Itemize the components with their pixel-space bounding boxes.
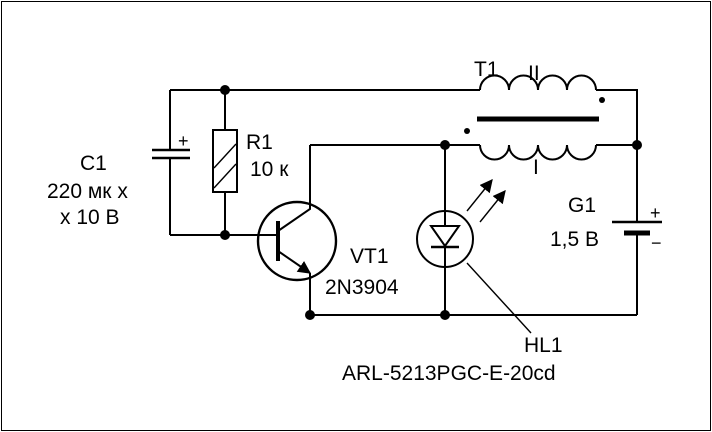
junction-dot <box>440 310 450 320</box>
transformer-t1: T1 II I <box>464 58 637 179</box>
transistor-emitter-lead <box>277 250 312 274</box>
capacitor-c1: + C1 220 мк x x 10 В <box>47 131 190 229</box>
c1-value-line2: x 10 В <box>60 206 120 229</box>
winding-i-label: I <box>533 156 539 179</box>
t1-ref-label: T1 <box>474 58 499 81</box>
r1-ref-label: R1 <box>246 131 273 154</box>
led-hl1: HL1 ARL-5213PGC-E-20cd <box>342 145 563 385</box>
c1-ref-label: C1 <box>80 152 107 175</box>
r1-value-label: 10 к <box>250 158 289 181</box>
battery-g1: + − G1 1,5 В <box>550 194 662 253</box>
c1-value-line1: 220 мк x <box>47 180 128 203</box>
g1-ref-label: G1 <box>568 194 596 217</box>
g1-minus-label: − <box>651 233 662 253</box>
phase-dot-secondary <box>599 97 605 103</box>
junction-dot <box>220 85 230 95</box>
led-light-arrow <box>479 189 506 223</box>
junction-dots <box>220 85 642 320</box>
c1-plus-label: + <box>178 131 189 151</box>
hl1-ref-label: HL1 <box>524 334 563 357</box>
resistor-hatch-line <box>213 143 237 169</box>
hl1-value-label: ARL-5213PGC-E-20cd <box>342 362 556 385</box>
vt1-ref-label: VT1 <box>350 245 389 268</box>
junction-dot <box>440 140 450 150</box>
resistor-hatch-line <box>213 163 237 189</box>
vt1-value-label: 2N3904 <box>325 276 399 299</box>
g1-plus-label: + <box>650 203 661 223</box>
wires <box>169 89 638 316</box>
led-triangle <box>429 225 461 248</box>
resistor-r1: R1 10 к <box>212 129 289 193</box>
transistor-vt1: VT1 2N3904 <box>256 145 399 315</box>
transistor-body <box>256 200 338 282</box>
hl1-label-pointer-line <box>466 262 532 334</box>
resistor-body <box>212 129 238 193</box>
wire-right-top <box>596 89 638 222</box>
led-light-arrow <box>466 178 493 212</box>
winding-ii-label: II <box>528 62 540 85</box>
winding-primary-coil <box>479 144 597 161</box>
g1-value-label: 1,5 В <box>550 228 599 251</box>
junction-dot <box>220 230 230 240</box>
winding-secondary-coil <box>479 74 597 91</box>
phase-dot-primary <box>464 128 470 134</box>
junction-dot <box>632 140 642 150</box>
junction-dot <box>305 310 315 320</box>
transistor-collector-lead <box>277 145 311 232</box>
